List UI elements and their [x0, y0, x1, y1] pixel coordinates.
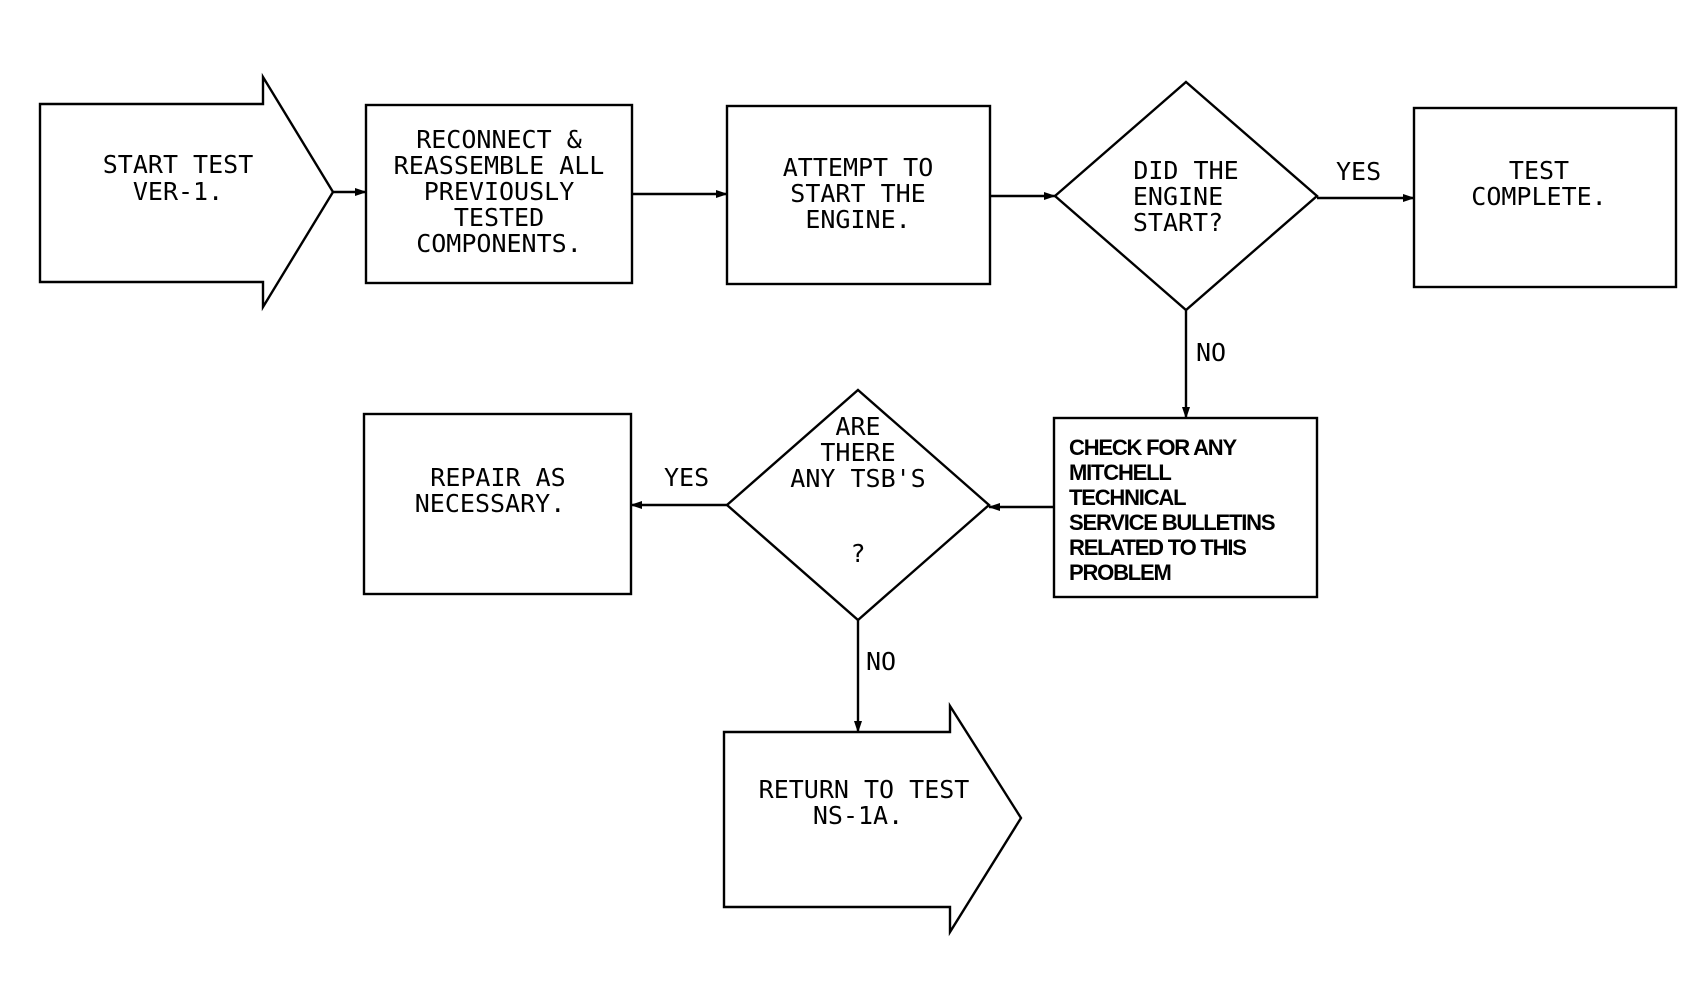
attempt-line-2: START THE — [790, 179, 925, 208]
attempt-start-node: ATTEMPT TO START THE ENGINE. — [725, 104, 992, 286]
repair-line-1: REPAIR AS — [430, 463, 565, 492]
check-tsb-line-4: SERVICE BULLETINS — [1069, 510, 1275, 535]
attempt-line-1: ATTEMPT TO — [783, 153, 934, 182]
any-tsb-line-2: THERE — [820, 438, 895, 467]
check-tsb-line-3: TECHNICAL — [1069, 485, 1186, 510]
check-tsb-line-6: PROBLEM — [1069, 560, 1171, 585]
any-tsb-decision: ARE THERE ANY TSB'S ? — [725, 388, 991, 622]
engine-yes-label: YES — [1336, 157, 1381, 186]
engine-start-line-1: DID THE — [1133, 156, 1238, 185]
reconnect-line-1: RECONNECT & — [416, 125, 582, 154]
reconnect-node: RECONNECT & REASSEMBLE ALL PREVIOUSLY TE… — [364, 103, 634, 285]
tsb-yes-label: YES — [664, 463, 709, 492]
check-tsb-line-1: CHECK FOR ANY — [1069, 435, 1237, 460]
start-test-line-2: VER-1. — [133, 177, 223, 206]
engine-start-decision: DID THE ENGINE START? — [1053, 80, 1319, 312]
reconnect-line-3: PREVIOUSLY — [424, 177, 575, 206]
engine-no-label: NO — [1196, 338, 1226, 367]
check-tsb-node: CHECK FOR ANY MITCHELL TECHNICAL SERVICE… — [1052, 416, 1319, 599]
test-complete-node: TEST COMPLETE. — [1412, 106, 1678, 289]
complete-line-2: COMPLETE. — [1471, 182, 1606, 211]
attempt-line-3: ENGINE. — [805, 205, 910, 234]
return-line-2: NS-1A. — [813, 801, 903, 830]
start-test-node: START TEST VER-1. — [38, 72, 335, 312]
any-tsb-line-3: ANY TSB'S — [790, 464, 925, 493]
repair-line-2: NECESSARY. — [415, 489, 566, 518]
engine-start-line-3: START? — [1133, 208, 1223, 237]
repair-node: REPAIR AS NECESSARY. — [362, 412, 633, 596]
check-tsb-line-5: RELATED TO THIS — [1069, 535, 1246, 560]
return-test-node: RETURN TO TEST NS-1A. — [722, 701, 1023, 937]
reconnect-line-4: TESTED — [454, 203, 544, 232]
reconnect-line-2: REASSEMBLE ALL — [394, 151, 605, 180]
complete-line-1: TEST — [1509, 156, 1569, 185]
start-test-line-1: START TEST — [103, 150, 254, 179]
check-tsb-line-2: MITCHELL — [1069, 460, 1171, 485]
any-tsb-line-1: ARE — [835, 412, 880, 441]
return-line-1: RETURN TO TEST — [759, 775, 970, 804]
any-tsb-line-4: ? — [850, 539, 865, 568]
reconnect-line-5: COMPONENTS. — [416, 229, 582, 258]
tsb-no-label: NO — [866, 647, 896, 676]
engine-start-line-2: ENGINE — [1133, 182, 1223, 211]
